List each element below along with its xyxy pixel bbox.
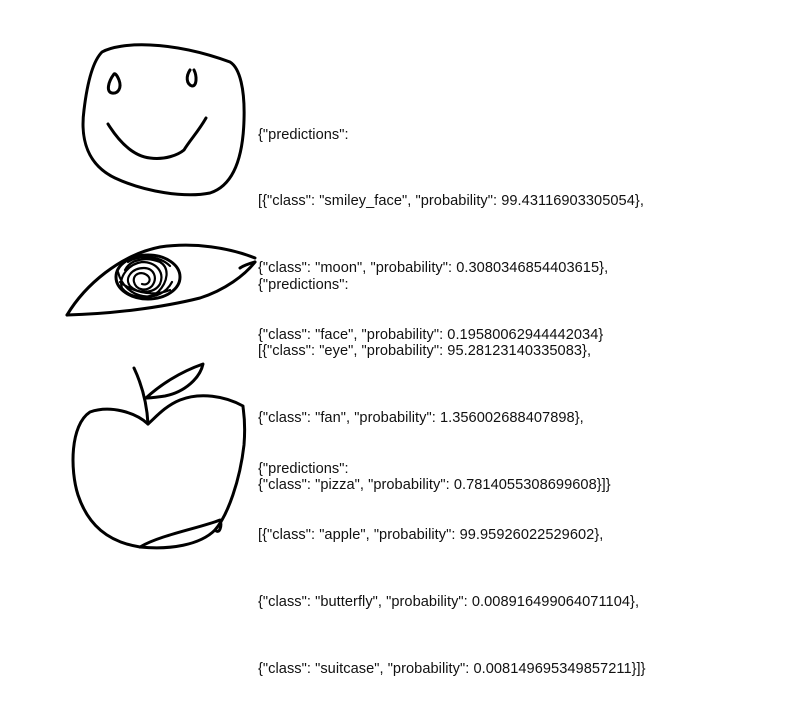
- apple-stem: [132, 366, 150, 426]
- smiley-face-outline: [81, 43, 246, 197]
- prediction-line: {"predictions":: [258, 276, 349, 293]
- eye-lid-corner: [238, 260, 257, 270]
- prediction-line: {"class": "face", "probability": 0.19580…: [258, 327, 604, 344]
- apple-bottom-crease: [138, 518, 223, 549]
- prediction-line: {"class": "fan", "probability": 1.356002…: [258, 410, 584, 427]
- eye-lower-lid: [65, 260, 257, 317]
- prediction-output-smiley: {"predictions": [{"class": "smiley_face"…: [258, 79, 644, 369]
- smiley-face-sketch: [81, 43, 246, 197]
- prediction-line: {"predictions":: [258, 126, 349, 143]
- apple-body: [71, 394, 247, 550]
- prediction-line: [{"class": "apple", "probability": 99.95…: [258, 527, 604, 544]
- prediction-output-eye: {"predictions": [{"class": "eye", "proba…: [258, 229, 611, 519]
- smiley-mouth: [106, 116, 208, 160]
- prediction-line: {"class": "pizza", "probability": 0.7814…: [258, 477, 611, 494]
- prediction-line: {"predictions":: [258, 460, 349, 477]
- prediction-line: {"class": "moon", "probability": 0.30803…: [258, 260, 609, 277]
- eye-sketch: [65, 243, 257, 317]
- prediction-line: {"class": "butterfly", "probability": 0.…: [258, 594, 640, 611]
- apple-leaf: [144, 362, 205, 400]
- prediction-line: [{"class": "eye", "probability": 95.2812…: [258, 343, 592, 360]
- smiley-right-eye: [185, 68, 198, 88]
- eye-iris: [114, 253, 182, 301]
- prediction-line: {"class": "suitcase", "probability": 0.0…: [258, 661, 646, 678]
- prediction-output-apple: {"predictions": [{"class": "apple", "pro…: [258, 413, 646, 703]
- eye-upper-lid: [65, 243, 257, 317]
- eye-pupil-scribble: [116, 256, 174, 298]
- prediction-line: [{"class": "smiley_face", "probability":…: [258, 193, 644, 210]
- apple-sketch: [71, 362, 247, 550]
- smiley-left-eye: [106, 72, 122, 95]
